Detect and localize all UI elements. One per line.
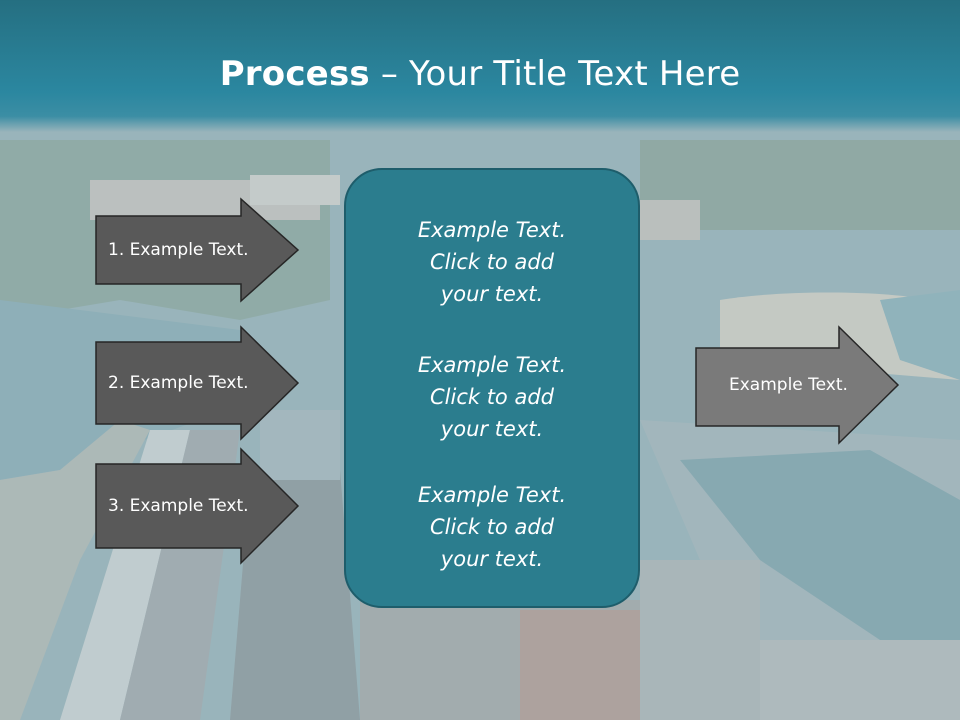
arrow-label-2: 2. Example Text. <box>108 373 249 393</box>
title-bar: Process – Your Title Text Here <box>0 0 960 132</box>
arrow-right-icon <box>95 325 300 441</box>
arrow-shape-2[interactable]: 2. Example Text. <box>95 325 300 441</box>
panel-text-2[interactable]: Example Text. Click to add your text. <box>417 353 567 441</box>
title-bold: Process <box>219 54 370 94</box>
content-panel[interactable]: Example Text. Click to add your text. Ex… <box>344 168 640 608</box>
arrow-label-right: Example Text. <box>729 375 848 395</box>
panel-text-1[interactable]: Example Text. Click to add your text. <box>417 218 567 306</box>
arrow-shape-right[interactable]: Example Text. <box>695 325 900 445</box>
arrow-label-1: 1. Example Text. <box>108 240 249 260</box>
panel-text-3[interactable]: Example Text. Click to add your text. <box>417 483 567 571</box>
arrow-shape-3[interactable]: 3. Example Text. <box>95 447 300 565</box>
title-rest: – Your Title Text Here <box>369 54 741 94</box>
arrow-shape-1[interactable]: 1. Example Text. <box>95 197 300 303</box>
arrow-right-icon <box>95 447 300 565</box>
arrow-label-3: 3. Example Text. <box>108 496 249 516</box>
arrow-right-icon <box>695 325 900 445</box>
slide-title[interactable]: Process – Your Title Text Here <box>0 52 960 96</box>
arrow-right-icon <box>95 197 300 303</box>
